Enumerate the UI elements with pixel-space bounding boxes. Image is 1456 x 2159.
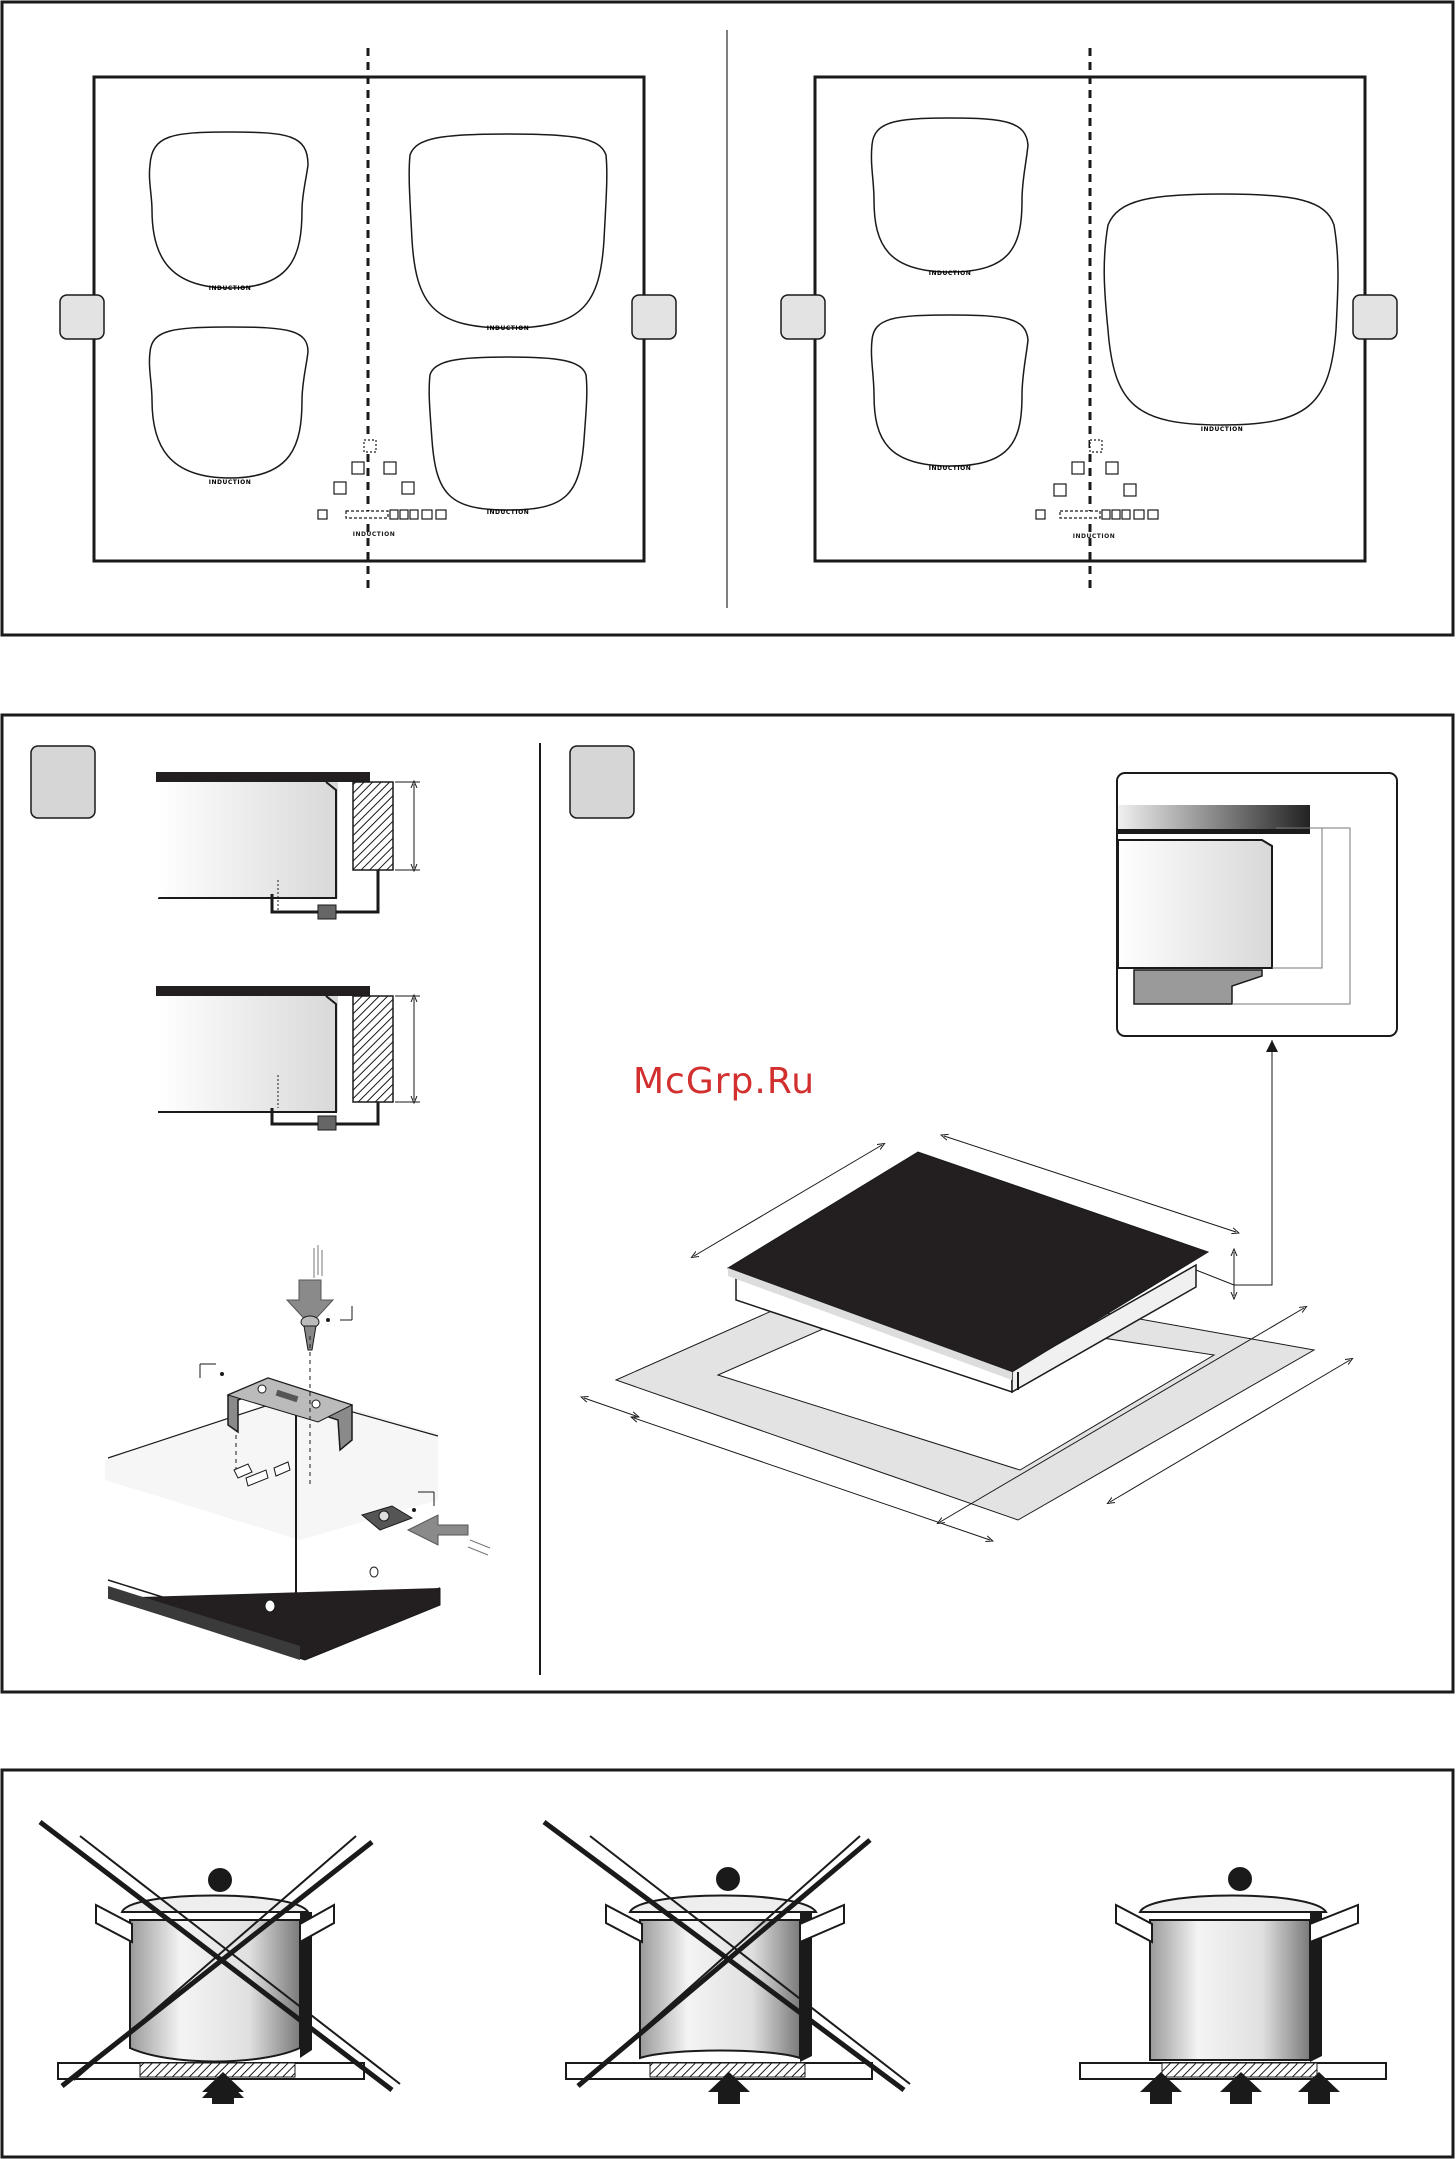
control-panel: INDUCTION (1036, 440, 1158, 540)
control-panel: INDUCTION (318, 440, 446, 538)
fixing-clip (1353, 295, 1397, 339)
zone-label: INDUCTION (487, 325, 529, 332)
cookware-correct-flat-base (1080, 1867, 1386, 2104)
cooking-zone: INDUCTION (409, 134, 607, 332)
watermark-text: McGrp.Ru (633, 1061, 815, 1102)
zone-label: INDUCTION (209, 285, 251, 292)
step-marker-box (31, 746, 95, 818)
cookware-wrong-convex-base (40, 1822, 400, 2104)
zone-label: INDUCTION (929, 465, 971, 472)
fixing-clip (632, 295, 676, 339)
zone-label: INDUCTION (1201, 426, 1243, 433)
cooking-zone: INDUCTION (871, 118, 1028, 277)
cross-section-thick-worktop (156, 986, 420, 1130)
panel-label: INDUCTION (1073, 533, 1115, 540)
cooking-zone: INDUCTION (1104, 194, 1338, 433)
zone-label: INDUCTION (929, 270, 971, 277)
bracket-mounting-diagram (105, 1245, 490, 1660)
panel-label: INDUCTION (353, 531, 395, 538)
fixing-clip (60, 295, 104, 339)
cooking-zone: INDUCTION (871, 315, 1028, 472)
edge-detail-inset (1117, 773, 1397, 1036)
fixing-clip (781, 295, 825, 339)
cookware-wrong-concave-base (544, 1822, 910, 2104)
cookware-section (2, 1770, 1453, 2157)
hob-layout-four-zones: INDUCTION INDUCTION INDUCTION INDUCTION (60, 48, 676, 590)
hob-layouts-section: INDUCTION INDUCTION INDUCTION INDUCTION (2, 2, 1453, 635)
zone-label: INDUCTION (209, 479, 251, 486)
cooking-zone: INDUCTION (149, 132, 308, 292)
cross-section-thin-worktop (156, 772, 420, 919)
cooking-zone: INDUCTION (429, 357, 587, 516)
hob-cutout-diagram (584, 1040, 1350, 1540)
cooking-zone: INDUCTION (149, 327, 308, 486)
hob-layout-three-zones: INDUCTION INDUCTION INDUCTION (781, 48, 1397, 590)
installation-section: McGrp.Ru (2, 715, 1453, 1692)
step-marker-box (570, 746, 634, 818)
zone-label: INDUCTION (487, 509, 529, 516)
